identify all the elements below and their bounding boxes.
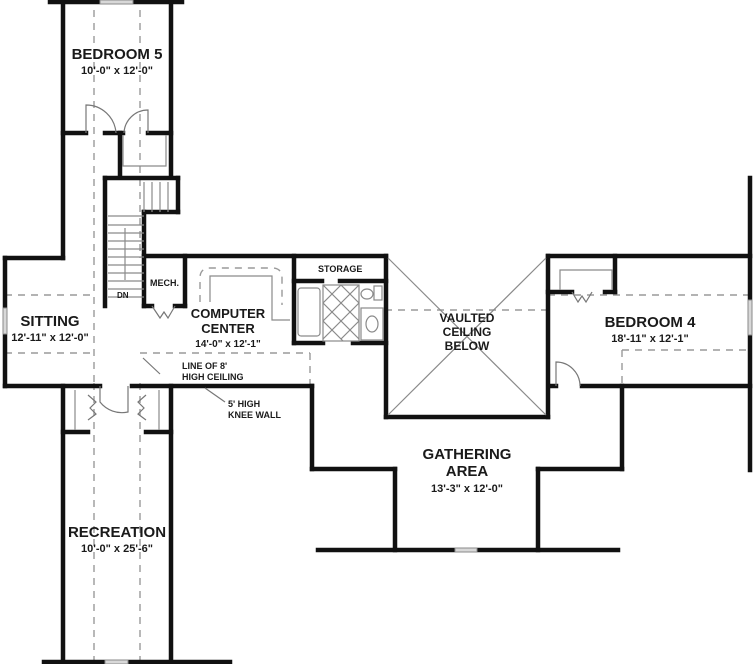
room-name-line1: COMPUTER <box>190 306 266 321</box>
fixtures <box>74 135 613 430</box>
vaulted-line1: VAULTED <box>439 311 495 325</box>
room-dimensions: 13'-3" x 12'-0" <box>431 482 503 495</box>
room-label-vaulted-ceiling: VAULTED CEILING BELOW <box>439 311 495 353</box>
stair-treads <box>108 182 169 298</box>
tile-floor <box>322 284 360 342</box>
annotation-line1: LINE OF 8' <box>182 361 228 371</box>
room-dimensions: 18'-11" x 12'-1" <box>611 333 689 346</box>
doors <box>85 104 593 421</box>
room-label-computer-center: COMPUTER CENTER 14'-0" x 12'-1" <box>190 306 266 350</box>
annotation-line1: 5' HIGH <box>228 399 261 409</box>
annotation-line2: HIGH CEILING <box>182 372 244 383</box>
room-name: BEDROOM 4 <box>604 314 696 331</box>
room-label-sitting: SITTING 12'-11" x 12'-0" <box>11 313 88 345</box>
room-name: SITTING <box>20 313 80 330</box>
room-label-recreation: RECREATION 10'-0" x 25'-6" <box>68 524 166 556</box>
room-label-storage: STORAGE <box>318 264 363 274</box>
room-name-line2: AREA <box>445 463 489 481</box>
room-label-gathering-area: GATHERING AREA 13'-3" x 12'-0" <box>423 446 512 495</box>
vaulted-line3: BELOW <box>444 338 490 353</box>
room-dimensions: 12'-11" x 12'-0" <box>11 332 89 345</box>
room-dimensions: 14'-0" x 12'-1" <box>195 338 261 350</box>
annotation-knee-wall: 5' HIGH KNEE WALL <box>228 399 281 422</box>
room-dimensions: 10'-0" x 12'-0" <box>81 65 153 78</box>
room-label-bedroom-5: BEDROOM 5 10'-0" x 12'-0" <box>72 46 163 78</box>
room-dimensions: 10'-0" x 25'-6" <box>81 543 153 556</box>
room-name: BEDROOM 5 <box>71 46 163 63</box>
vaulted-line2: CEILING <box>442 324 492 339</box>
room-name: RECREATION <box>67 524 167 541</box>
stair-down-label: DN <box>117 291 129 300</box>
ceiling-lines <box>5 10 750 660</box>
room-name-line2: CENTER <box>201 320 255 336</box>
annotation-line2: KNEE WALL <box>228 410 281 421</box>
room-label-bedroom-4: BEDROOM 4 18'-11" x 12'-1" <box>605 314 696 346</box>
room-label-mech: MECH. <box>150 278 179 288</box>
room-name-line1: GATHERING <box>422 446 512 463</box>
annotation-ceiling-line: LINE OF 8' HIGH CEILING <box>182 361 244 384</box>
